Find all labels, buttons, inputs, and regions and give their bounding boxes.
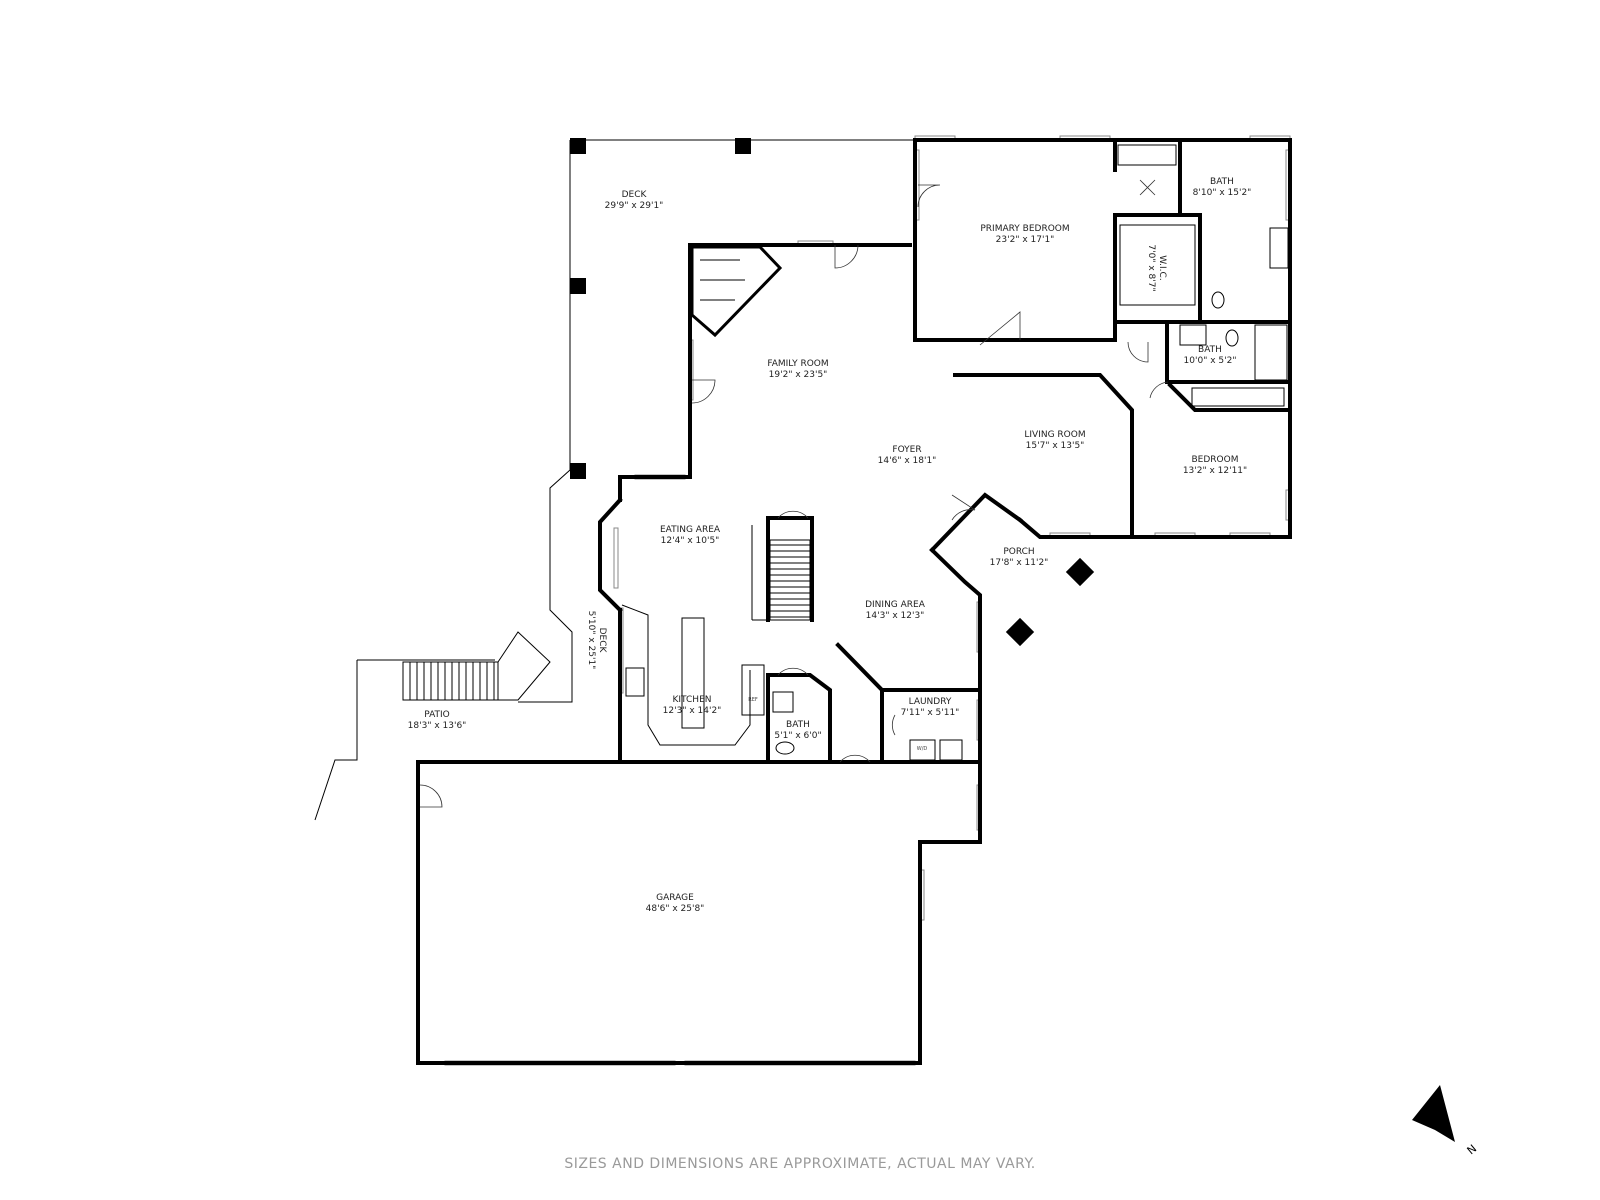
deck-posts xyxy=(570,138,1095,647)
fireplace xyxy=(690,245,783,338)
room-dims: 15'7" x 13'5" xyxy=(1026,441,1085,451)
compass-letter: N xyxy=(1465,1142,1480,1157)
room-dims: 29'9" x 29'1" xyxy=(605,201,664,211)
doors xyxy=(419,179,1169,808)
main-stairs xyxy=(751,525,811,621)
room-label-deck-side: DECK5'10" x 25'1" xyxy=(586,611,607,670)
room-dims: 18'3" x 13'6" xyxy=(408,721,467,731)
room-dims: 17'8" x 11'2" xyxy=(990,558,1049,568)
refrigerator-label: REF xyxy=(748,697,758,703)
room-dims: 13'2" x 12'11" xyxy=(1183,466,1247,476)
room-dims: 14'3" x 12'3" xyxy=(866,611,925,621)
room-dims: 5'1" x 6'0" xyxy=(774,731,821,741)
room-dims: 12'3" x 14'2" xyxy=(663,706,722,716)
room-dims: 12'4" x 10'5" xyxy=(661,536,720,546)
room-label-wic: W.I.C.7'0" x 8'7" xyxy=(1146,244,1167,291)
room-dims: 10'0" x 5'2" xyxy=(1184,356,1237,366)
room-dims: 8'10" x 15'2" xyxy=(1193,188,1252,198)
room-dims: 7'11" x 5'11" xyxy=(901,708,960,718)
kitchen-fixtures xyxy=(621,604,963,761)
room-name: DECK xyxy=(597,628,607,654)
room-name: DECK xyxy=(622,190,648,200)
room-name: BATH xyxy=(786,720,810,730)
room-name: FOYER xyxy=(892,445,921,455)
room-dims: 19'2" x 23'5" xyxy=(769,370,828,380)
room-name: W.I.C. xyxy=(1157,255,1167,280)
compass-arrow-icon xyxy=(1412,1085,1455,1142)
room-name: BATH xyxy=(1198,345,1222,355)
room-dims: 5'10" x 25'1" xyxy=(586,611,596,670)
room-name: DINING AREA xyxy=(865,600,926,610)
room-dims: 48'6" x 25'8" xyxy=(646,904,705,914)
room-name: PORCH xyxy=(1003,547,1034,557)
room-dims: 7'0" x 8'7" xyxy=(1146,244,1156,291)
room-name: LIVING ROOM xyxy=(1024,430,1085,440)
disclaimer: SIZES AND DIMENSIONS ARE APPROXIMATE, AC… xyxy=(564,1156,1036,1172)
room-name: LAUNDRY xyxy=(909,697,952,707)
room-dims: 14'6" x 18'1" xyxy=(878,456,937,466)
room-name: BEDROOM xyxy=(1192,455,1239,465)
room-name: GARAGE xyxy=(656,893,694,903)
primary-bath-fixtures xyxy=(1117,144,1289,407)
room-name: BATH xyxy=(1210,177,1234,187)
room-name: KITCHEN xyxy=(673,695,712,705)
room-name: EATING AREA xyxy=(660,525,721,535)
room-name: FAMILY ROOM xyxy=(767,359,828,369)
room-dims: 23'2" x 17'1" xyxy=(996,235,1055,245)
room-name: PATIO xyxy=(424,710,450,720)
room-name: PRIMARY BEDROOM xyxy=(980,224,1069,234)
patio-stairs xyxy=(402,631,551,701)
washer-dryer-label: W/D xyxy=(917,746,928,752)
